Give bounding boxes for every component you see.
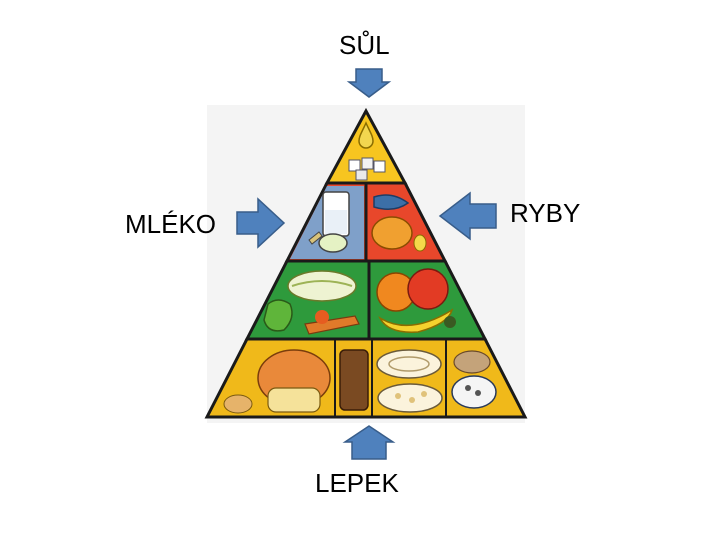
label-gluten: LEPEK	[315, 468, 399, 498]
bread-icon	[223, 349, 369, 414]
arrow-left-right	[438, 191, 497, 241]
label-salt: SŮL	[339, 30, 390, 60]
sugar-cubes-icon	[348, 157, 386, 181]
fruit-icon	[376, 268, 456, 333]
arrow-down-top	[346, 68, 392, 98]
label-milk: MLÉKO	[125, 209, 217, 239]
oil-drop-icon	[358, 121, 374, 149]
arrow-right-left	[236, 197, 286, 249]
label-fish: RYBY	[510, 198, 581, 228]
fish-chicken-icon	[371, 194, 427, 252]
pasta-icon	[376, 349, 443, 413]
vegetables-icon	[263, 270, 360, 335]
rice-icon	[451, 350, 497, 409]
milk-glass-icon	[308, 191, 350, 253]
arrow-up-bottom	[342, 425, 396, 460]
